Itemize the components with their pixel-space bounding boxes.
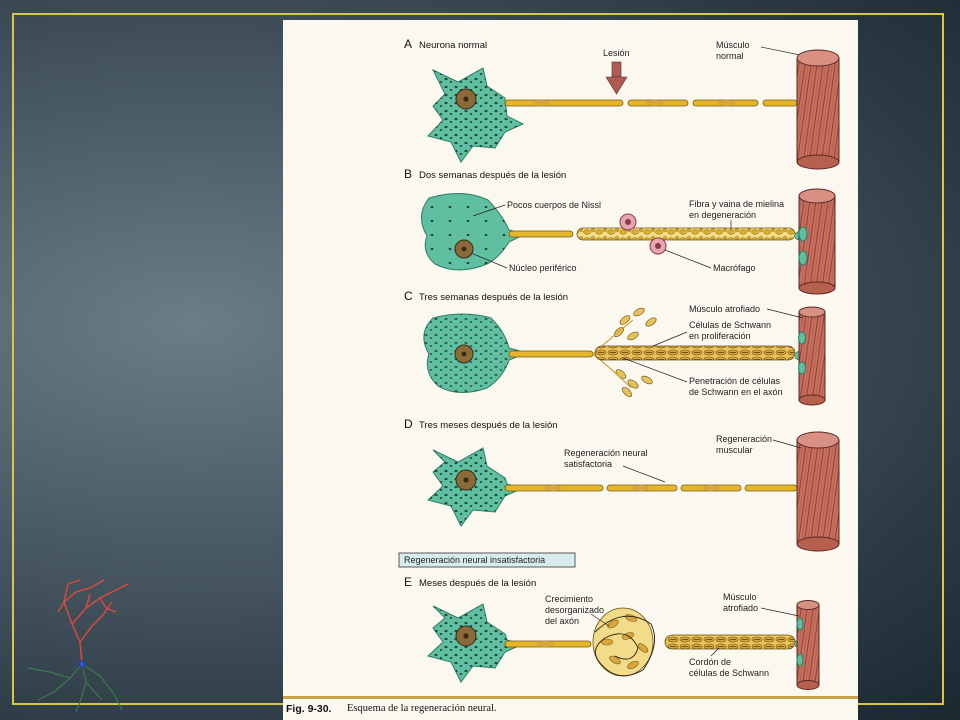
degenerating-fiber xyxy=(576,227,796,241)
panel-b: B Dos semanas después de la lesión Pocos… xyxy=(404,167,836,295)
panel-a: A Neurona normal Lesión Músculo normal xyxy=(404,37,840,170)
muscle-c xyxy=(798,306,826,406)
panel-b-letter: B xyxy=(404,167,412,181)
neural-regen-label-1: Regeneración neural xyxy=(564,448,648,458)
lesion-arrow xyxy=(605,61,628,95)
figure-number: Fig. 9-30. xyxy=(286,703,332,715)
penetration-label-2: de Schwann en el axón xyxy=(689,387,783,397)
schwann-cord-label-2: células de Schwann xyxy=(689,668,769,678)
muscle-normal-label-1: Músculo xyxy=(716,40,750,50)
nissl-label: Pocos cuerpos de Nissl xyxy=(507,200,601,210)
muscle-b xyxy=(798,188,836,295)
muscular-regen-label-2: muscular xyxy=(716,445,753,455)
schwann-prolif-label-2: en proliferación xyxy=(689,331,751,341)
panel-e: Regeneración neural insatisfactoria E Me… xyxy=(398,552,820,690)
caption-rule xyxy=(283,696,858,699)
schwann-prolif-label-1: Células de Schwann xyxy=(689,320,771,330)
figure-caption: Fig. 9-30. Esquema de la regeneración ne… xyxy=(283,696,858,720)
corner-neuron-icon xyxy=(27,579,129,712)
regeneration-diagram: A Neurona normal Lesión Músculo normal xyxy=(398,37,840,690)
atrophied-e-label-1: Músculo xyxy=(723,592,757,602)
peripheral-nucleus-label: Núcleo periférico xyxy=(509,263,577,273)
fiber-label-1: Fibra y vaina de mielina xyxy=(689,199,784,209)
panel-c-title: Tres semanas después de la lesión xyxy=(419,292,568,303)
panel-d-letter: D xyxy=(404,417,413,431)
muscle-a xyxy=(796,49,840,170)
unsatisfactory-label: Regeneración neural insatisfactoria xyxy=(404,555,545,565)
disorganized-label-2: desorganizado xyxy=(545,605,604,615)
panel-a-letter: A xyxy=(404,37,412,51)
schwann-column xyxy=(594,345,796,361)
macrophage-label: Macrófago xyxy=(713,263,756,273)
muscular-regen-label-1: Regeneración xyxy=(716,434,772,444)
panel-a-title: Neurona normal xyxy=(419,40,487,51)
penetration-label-1: Penetración de células xyxy=(689,376,781,386)
panel-d: D Tres meses después de la lesión Regene… xyxy=(404,417,840,552)
fiber-label-2: en degeneración xyxy=(689,210,756,220)
panel-e-letter: E xyxy=(404,575,412,589)
muscle-d xyxy=(796,431,840,552)
atrophied-muscle-label: Músculo atrofiado xyxy=(689,304,760,314)
panel-b-title: Dos semanas después de la lesión xyxy=(419,170,566,181)
axon-sprouts-c xyxy=(613,307,657,398)
schwann-cord-label-1: Cordón de xyxy=(689,657,731,667)
disorganized-label-3: del axón xyxy=(545,616,579,626)
disorganized-label-1: Crecimiento xyxy=(545,594,593,604)
panel-e-title: Meses después de la lesión xyxy=(419,578,536,589)
panel-d-title: Tres meses después de la lesión xyxy=(419,420,558,431)
axon-d xyxy=(504,484,798,492)
panel-c: C Tres semanas después de la lesión xyxy=(404,289,826,406)
muscle-normal-label-2: normal xyxy=(716,51,744,61)
lesion-label: Lesión xyxy=(603,48,630,58)
panel-c-letter: C xyxy=(404,289,413,303)
schwann-cord xyxy=(664,634,796,650)
axon-a xyxy=(504,99,798,107)
caption-text: Esquema de la regeneración neural. xyxy=(347,703,497,714)
unsatisfactory-box xyxy=(398,552,576,568)
neuroma xyxy=(592,607,656,677)
figure-page: A Neurona normal Lesión Músculo normal xyxy=(283,20,858,720)
muscle-e xyxy=(796,600,820,690)
neural-regen-label-2: satisfactoria xyxy=(564,459,612,469)
atrophied-e-label-2: atrofiado xyxy=(723,603,758,613)
